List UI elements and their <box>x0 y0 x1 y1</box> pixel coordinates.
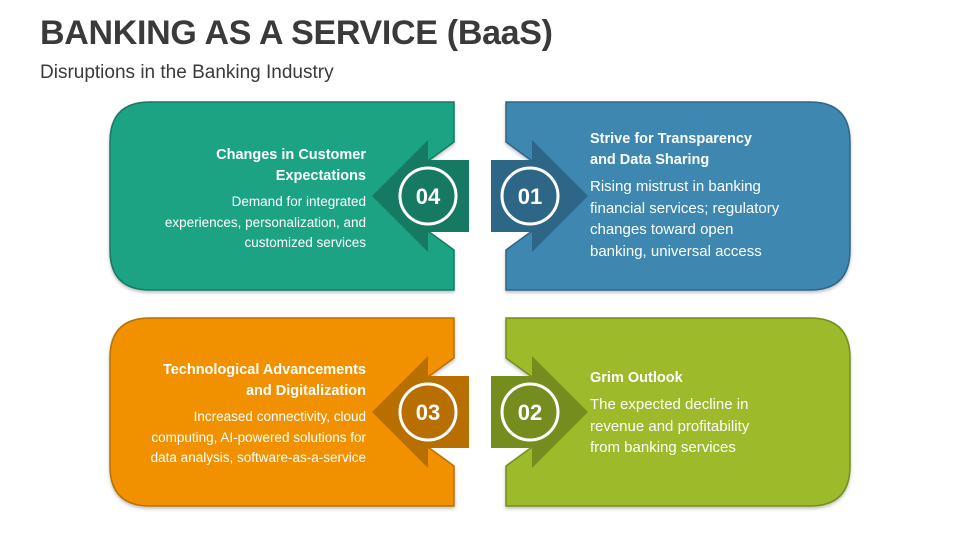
slide-subtitle: Disruptions in the Banking Industry <box>40 62 334 83</box>
card-02-body-line: The expected decline in <box>590 396 749 413</box>
card-04-heading-line: Changes in Customer <box>216 147 366 163</box>
card-03-circle <box>398 382 458 442</box>
card-03-body-line: data analysis, software-as-a-service <box>150 450 366 465</box>
card-02-shape <box>505 317 851 507</box>
card-04-number: 04 <box>416 184 441 209</box>
card-03-body-line: Increased connectivity, cloud <box>193 409 366 424</box>
card-01-number: 01 <box>518 184 542 209</box>
card-02-number: 02 <box>518 400 542 425</box>
card-01-text: Strive for Transparency and Data Sharing… <box>590 129 830 262</box>
card-01-body-line: changes toward open <box>590 221 734 238</box>
card-04-body-line: Demand for integrated <box>231 194 366 209</box>
card-01-body-line: banking, universal access <box>590 242 762 260</box>
card-03-number: 03 <box>416 400 440 425</box>
card-04-heading-line: Expectations <box>275 168 366 184</box>
card-02-heading-line: Grim Outlook <box>590 370 683 386</box>
card-01-heading-line: and Data Sharing <box>590 152 710 168</box>
card-02-circle <box>500 382 560 442</box>
card-04-body: Demand for integrated experiences, perso… <box>130 192 366 254</box>
card-01-body: Rising mistrust in banking financial ser… <box>590 176 830 262</box>
card-04-body-line: experiences, personalization, and <box>164 214 366 230</box>
card-03-heading-line: and Digitalization <box>245 383 366 399</box>
card-04-heading: Changes in Customer Expectations <box>130 145 366 187</box>
card-04-shape <box>109 101 455 291</box>
card-02-text: Grim Outlook The expected decline in rev… <box>590 368 830 459</box>
card-04-circle <box>398 166 458 226</box>
card-02-body-line: from banking services <box>590 439 736 456</box>
card-03-body: Increased connectivity, cloud computing,… <box>118 407 366 469</box>
card-04-text: Changes in Customer Expectations Demand … <box>130 145 366 254</box>
card-01-body-line: financial services; regulatory <box>590 199 780 217</box>
card-03-body-line: computing, AI-powered solutions for <box>151 429 366 445</box>
card-01-body-line: Rising mistrust in banking <box>590 178 761 195</box>
slide-title: BANKING AS A SERVICE (BaaS) <box>40 14 553 52</box>
card-02-heading: Grim Outlook <box>590 368 830 389</box>
card-01-circle <box>500 166 560 226</box>
card-01-heading-line: Strive for Transparency <box>590 131 752 147</box>
card-03-shape <box>109 317 455 507</box>
card-01-shape <box>505 101 851 291</box>
card-03-heading: Technological Advancements and Digitaliz… <box>118 360 366 402</box>
card-02-body-line: revenue and profitability <box>590 417 750 435</box>
card-03-heading-line: Technological Advancements <box>162 362 366 378</box>
card-04-body-line: customized services <box>244 235 366 250</box>
card-02-body: The expected decline in revenue and prof… <box>590 394 830 459</box>
card-01-heading: Strive for Transparency and Data Sharing <box>590 129 830 171</box>
card-03-text: Technological Advancements and Digitaliz… <box>118 360 366 469</box>
